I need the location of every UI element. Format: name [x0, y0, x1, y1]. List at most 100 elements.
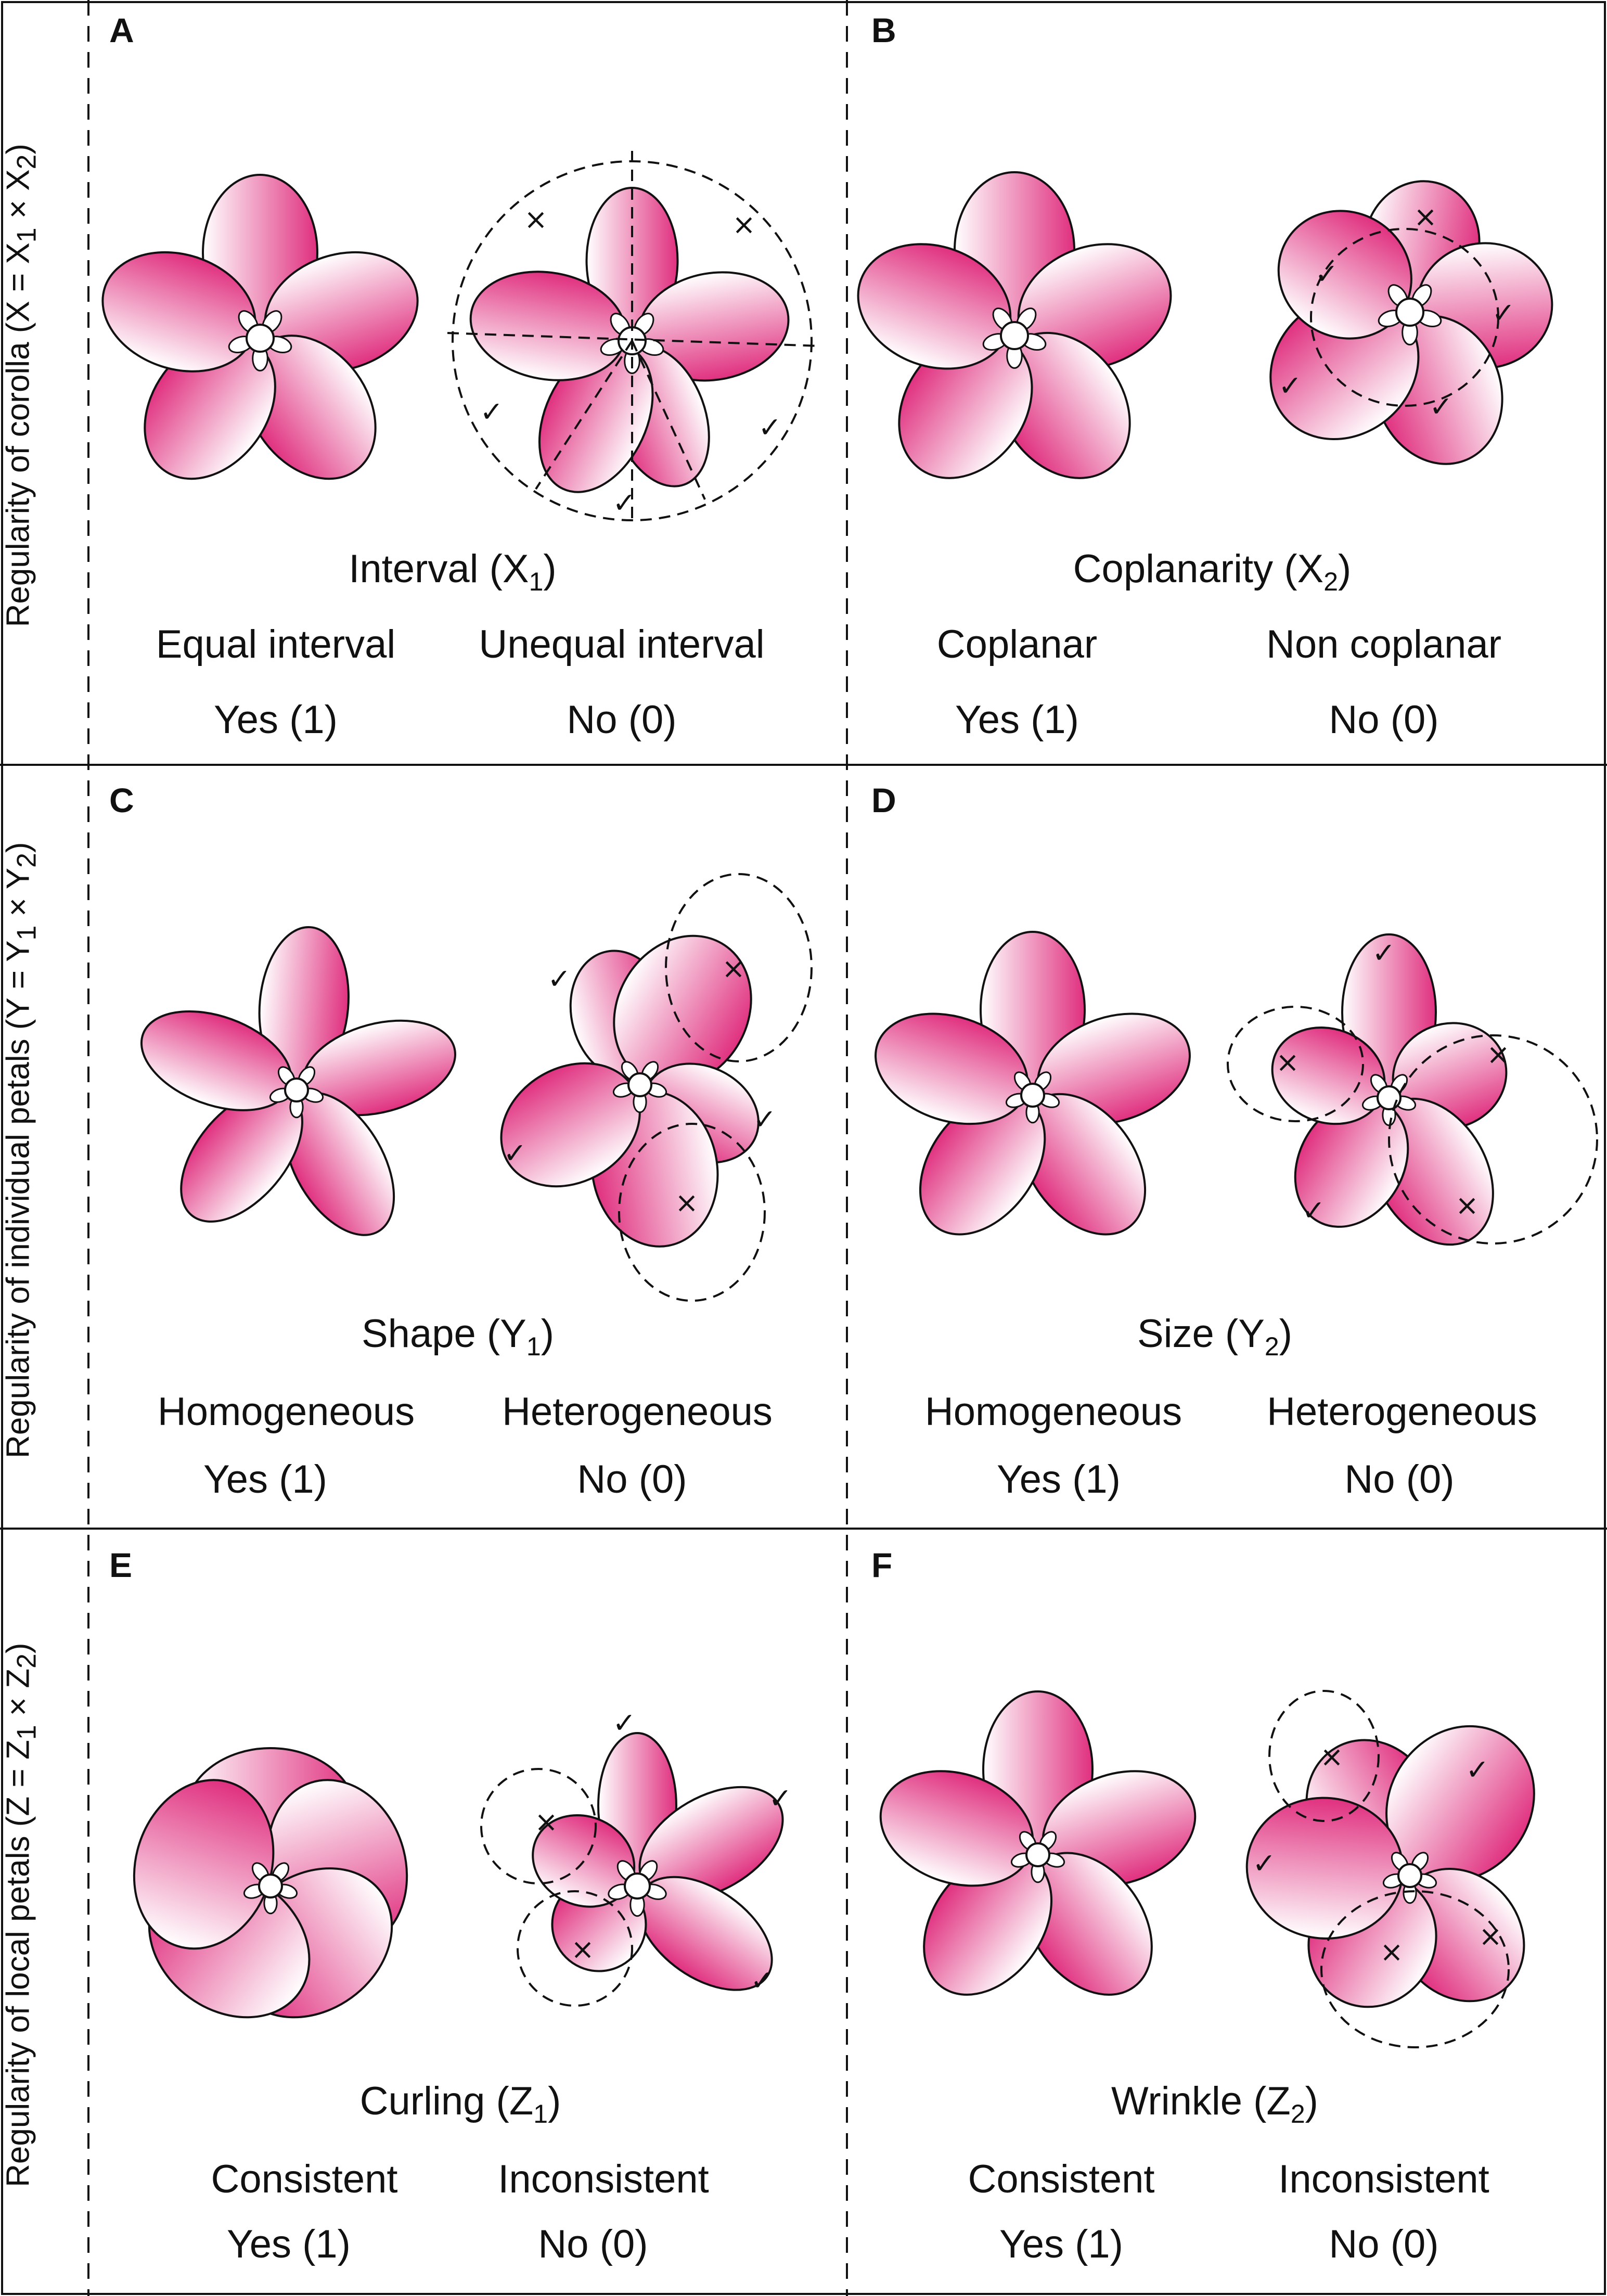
- flower-center: [1395, 298, 1424, 327]
- check-mark: ✓: [1302, 1194, 1325, 1227]
- panel-d-right-label: Heterogeneous: [1267, 1390, 1537, 1434]
- panel-b-left-value: Yes (1): [955, 698, 1079, 742]
- check-mark: ✓: [547, 963, 571, 995]
- panel-e-title: Curling (Z1): [359, 2079, 561, 2129]
- flower-d-left: [875, 931, 1191, 1236]
- cross-mark: ×: [571, 1933, 594, 1966]
- check-mark: ✓: [480, 395, 503, 428]
- check-mark: ✓: [768, 1782, 792, 1815]
- flower-e-left: [133, 1747, 408, 2019]
- check-mark: ✓: [612, 486, 636, 519]
- panel-c-right-value: No (0): [577, 1457, 687, 1502]
- cross-mark: ×: [722, 952, 745, 985]
- cross-mark: ×: [675, 1186, 698, 1219]
- check-mark: ✓: [612, 1707, 636, 1739]
- flower-center: [1020, 1083, 1045, 1108]
- cross-mark: ×: [1413, 200, 1437, 233]
- panel-a-title: Interval (X1): [349, 547, 557, 597]
- guide-line: [631, 340, 706, 500]
- panel-a-left-value: Yes (1): [214, 698, 338, 742]
- flower-e-right: [532, 1732, 784, 1991]
- panel-d-title: Size (Y2): [1137, 1312, 1293, 1362]
- flower-center: [1000, 321, 1029, 350]
- flower-center: [258, 1874, 283, 1899]
- coplanarity-guide: [1310, 228, 1499, 407]
- wrinkle-guide: [1268, 1690, 1380, 1822]
- flower-center: [1397, 1863, 1422, 1888]
- cross-mark: ×: [534, 1805, 558, 1838]
- flower-a-left: [101, 174, 419, 480]
- wrinkle-guide: [1320, 1890, 1510, 2048]
- flower-center: [246, 324, 275, 353]
- flower-b-left: [857, 171, 1172, 479]
- cross-mark: ×: [1380, 1935, 1403, 1968]
- panel-d-left-value: Yes (1): [997, 1457, 1121, 1502]
- panel-letter-b: B: [871, 11, 896, 49]
- panel-e-right-value: No (0): [538, 2222, 648, 2266]
- check-mark: ✓: [1252, 1847, 1276, 1880]
- check-mark: ✓: [1429, 390, 1452, 423]
- cross-mark: ×: [1486, 1038, 1510, 1071]
- panel-d-left-label: Homogeneous: [924, 1390, 1182, 1434]
- cross-mark: ×: [1320, 1740, 1343, 1773]
- panel-letter-d: D: [871, 781, 896, 819]
- panel-f-left-label: Consistent: [968, 2157, 1155, 2201]
- flower-center: [284, 1078, 309, 1102]
- panel-c-left-value: Yes (1): [203, 1457, 327, 1502]
- flower-center: [627, 1072, 652, 1097]
- cross-mark: ×: [1455, 1189, 1479, 1222]
- flower-f-left: [879, 1690, 1197, 1996]
- panel-letter-e: E: [109, 1546, 133, 1584]
- check-mark: ✓: [753, 1103, 776, 1136]
- flower-d-right: [1271, 933, 1508, 1246]
- panel-c-left-label: Homogeneous: [157, 1390, 415, 1434]
- panel-d-right-value: No (0): [1344, 1457, 1455, 1502]
- flower-c-left: [140, 926, 456, 1236]
- flower-b-right: [1269, 180, 1553, 465]
- flower-center: [624, 1872, 651, 1900]
- panel-e-left-value: Yes (1): [227, 2222, 351, 2266]
- curling-guide: [517, 1890, 633, 2007]
- check-mark: ✓: [503, 1137, 526, 1170]
- panel-f-title: Wrinkle (Z2): [1111, 2079, 1318, 2129]
- panel-f-left-value: Yes (1): [999, 2222, 1123, 2266]
- row-2-side-label: Regularity of individual petals (Y = Y1 …: [0, 842, 42, 1458]
- flower-center: [1377, 1085, 1402, 1110]
- check-mark: ✓: [1278, 369, 1302, 402]
- check-mark: ✓: [1372, 937, 1395, 969]
- panel-a-left-label: Equal interval: [156, 622, 396, 666]
- panel-c-right-label: Heterogeneous: [502, 1390, 773, 1434]
- panel-e-left-label: Consistent: [211, 2157, 398, 2201]
- size-guide: [1388, 1034, 1598, 1245]
- panel-e-right-label: Inconsistent: [498, 2157, 709, 2201]
- check-mark: ✓: [1492, 297, 1515, 329]
- cross-mark: ×: [1479, 1920, 1502, 1953]
- row-1-side-label: Regularity of corolla (X = X1 × X2): [0, 144, 42, 627]
- check-mark: ✓: [758, 411, 781, 444]
- size-guide: [1227, 1006, 1364, 1122]
- panel-f-right-label: Inconsistent: [1278, 2157, 1489, 2201]
- panel-letter-a: A: [109, 11, 134, 49]
- panel-b-title: Coplanarity (X2): [1073, 547, 1352, 597]
- panel-b-right-value: No (0): [1329, 698, 1439, 742]
- check-mark: ✓: [1465, 1753, 1489, 1786]
- panel-letter-c: C: [109, 781, 134, 819]
- cross-mark: ×: [1276, 1046, 1299, 1079]
- panel-c-title: Shape (Y1): [361, 1312, 555, 1362]
- panel-b-right-label: Non coplanar: [1266, 622, 1502, 666]
- curling-guide: [480, 1768, 597, 1884]
- flower-a-right: [469, 187, 790, 493]
- shape-guide: [665, 873, 813, 1062]
- panel-a-right-value: No (0): [567, 698, 677, 742]
- flower-f-right: [1245, 1725, 1535, 2008]
- cross-mark: ×: [524, 203, 547, 236]
- guide-line: [447, 332, 820, 347]
- shape-guide: [618, 1123, 766, 1302]
- check-mark: ✓: [1315, 258, 1338, 290]
- panel-a-right-label: Unequal interval: [479, 622, 765, 666]
- panel-letter-f: F: [871, 1546, 893, 1584]
- guide-line: [535, 340, 633, 490]
- flower-center: [1025, 1842, 1050, 1867]
